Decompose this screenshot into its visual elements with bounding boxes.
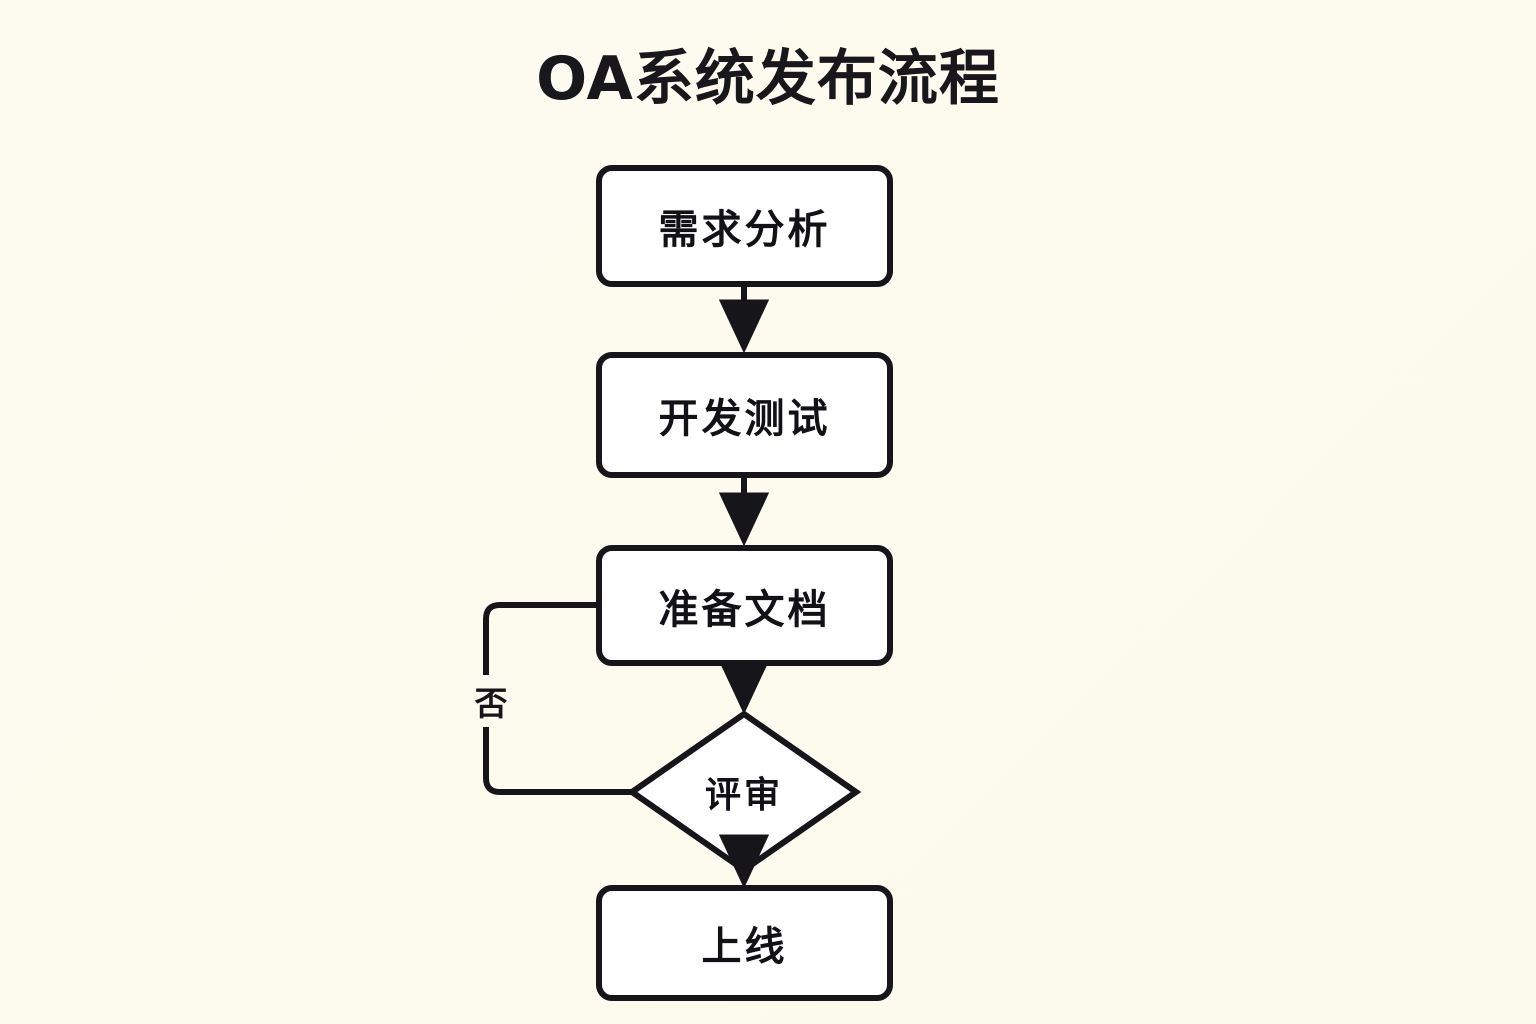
page-title: OA系统发布流程 <box>536 44 1000 114</box>
node-shape-n2[interactable] <box>596 352 893 478</box>
node-shape-n3[interactable] <box>596 545 893 666</box>
edge-label-no: 否 <box>464 675 518 727</box>
node-shape-n1[interactable] <box>596 165 893 287</box>
node-shape-n4[interactable] <box>626 710 862 874</box>
node-shape-n5[interactable] <box>596 885 893 1001</box>
